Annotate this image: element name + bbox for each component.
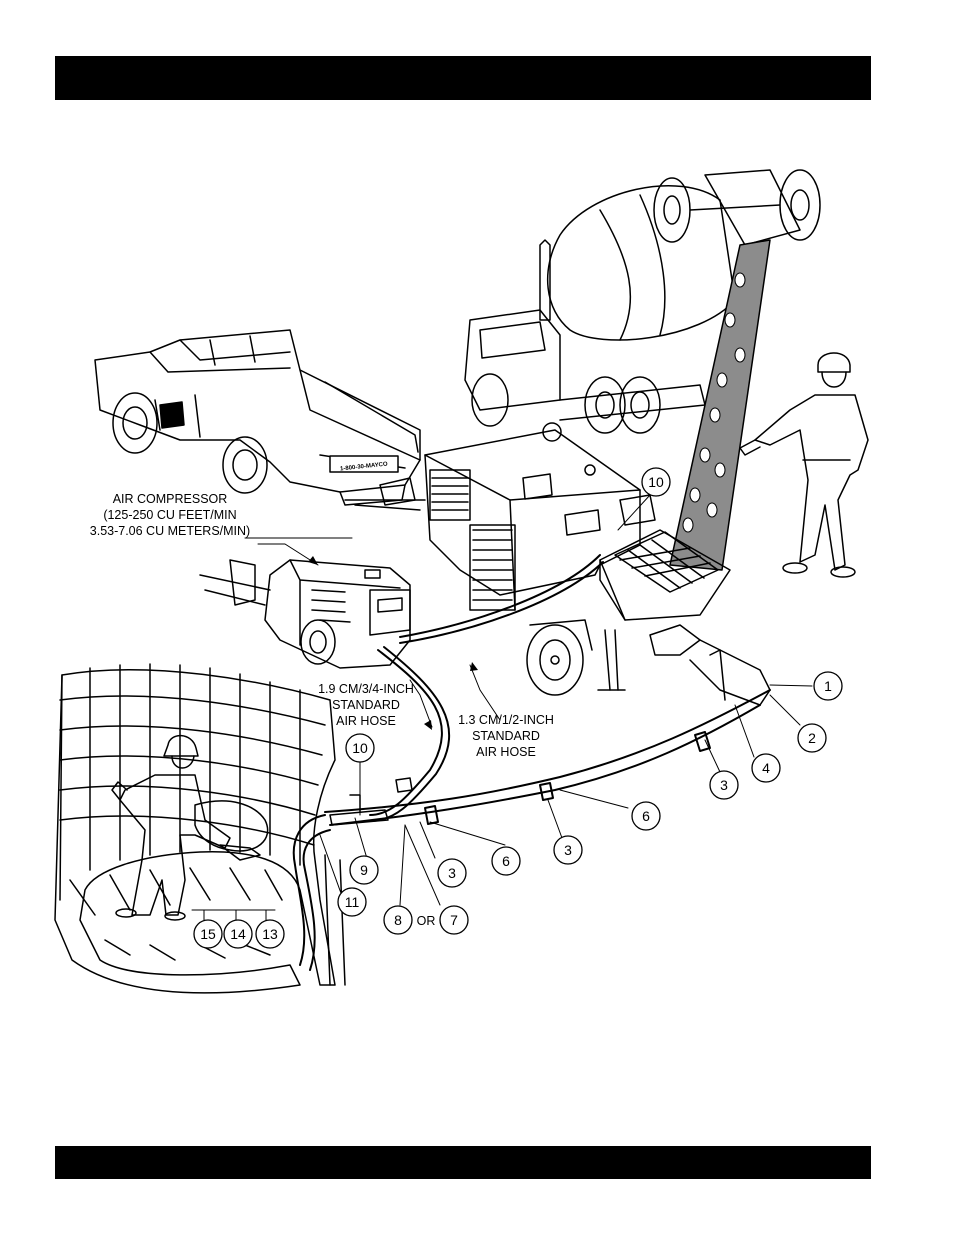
air-compressor bbox=[200, 560, 410, 668]
hose-19cm-line-1: 1.9 CM/3/4-INCH bbox=[318, 682, 414, 696]
hose-19cm-line-2: STANDARD bbox=[332, 698, 400, 712]
pickup-truck bbox=[95, 330, 420, 505]
hose-19cm-line-3: AIR HOSE bbox=[336, 714, 396, 728]
callout-15: 15 bbox=[200, 926, 216, 942]
callout-1: 1 bbox=[824, 678, 832, 694]
callout-6-b: 6 bbox=[502, 853, 510, 869]
callout-4: 4 bbox=[762, 760, 770, 776]
callout-6-a: 6 bbox=[642, 808, 650, 824]
air-compressor-line-3: 3.53-7.06 CU METERS/MIN) bbox=[90, 524, 250, 538]
callout-7: 7 bbox=[450, 912, 458, 928]
callout-13: 13 bbox=[262, 926, 278, 942]
callout-10-pump: 10 bbox=[648, 474, 664, 490]
hose-clamps bbox=[425, 732, 710, 824]
air-compressor-line-1: AIR COMPRESSOR bbox=[113, 492, 228, 506]
callout-10-pool: 10 bbox=[352, 740, 368, 756]
callout-14: 14 bbox=[230, 926, 246, 942]
hose-13cm-line-1: 1.3 CM/1/2-INCH bbox=[458, 713, 554, 727]
callout-3-a: 3 bbox=[720, 777, 728, 793]
callout-8: 8 bbox=[394, 912, 402, 928]
worker-standing bbox=[740, 353, 868, 577]
or-text: OR bbox=[417, 914, 436, 928]
air-compressor-line-2: (125-250 CU FEET/MIN bbox=[103, 508, 236, 522]
callout-3-b: 3 bbox=[564, 842, 572, 858]
callout-3-c: 3 bbox=[448, 865, 456, 881]
callout-2: 2 bbox=[808, 730, 816, 746]
mixer-truck bbox=[465, 170, 820, 433]
hose-13cm-line-2: STANDARD bbox=[472, 729, 540, 743]
callout-11: 11 bbox=[345, 894, 360, 910]
hose-13cm-label: 1.3 CM/1/2-INCH STANDARD AIR HOSE bbox=[458, 713, 554, 759]
air-compressor-label: AIR COMPRESSOR (125-250 CU FEET/MIN 3.53… bbox=[90, 492, 250, 538]
callout-9: 9 bbox=[360, 862, 368, 878]
hose-13cm-line-3: AIR HOSE bbox=[476, 745, 536, 759]
